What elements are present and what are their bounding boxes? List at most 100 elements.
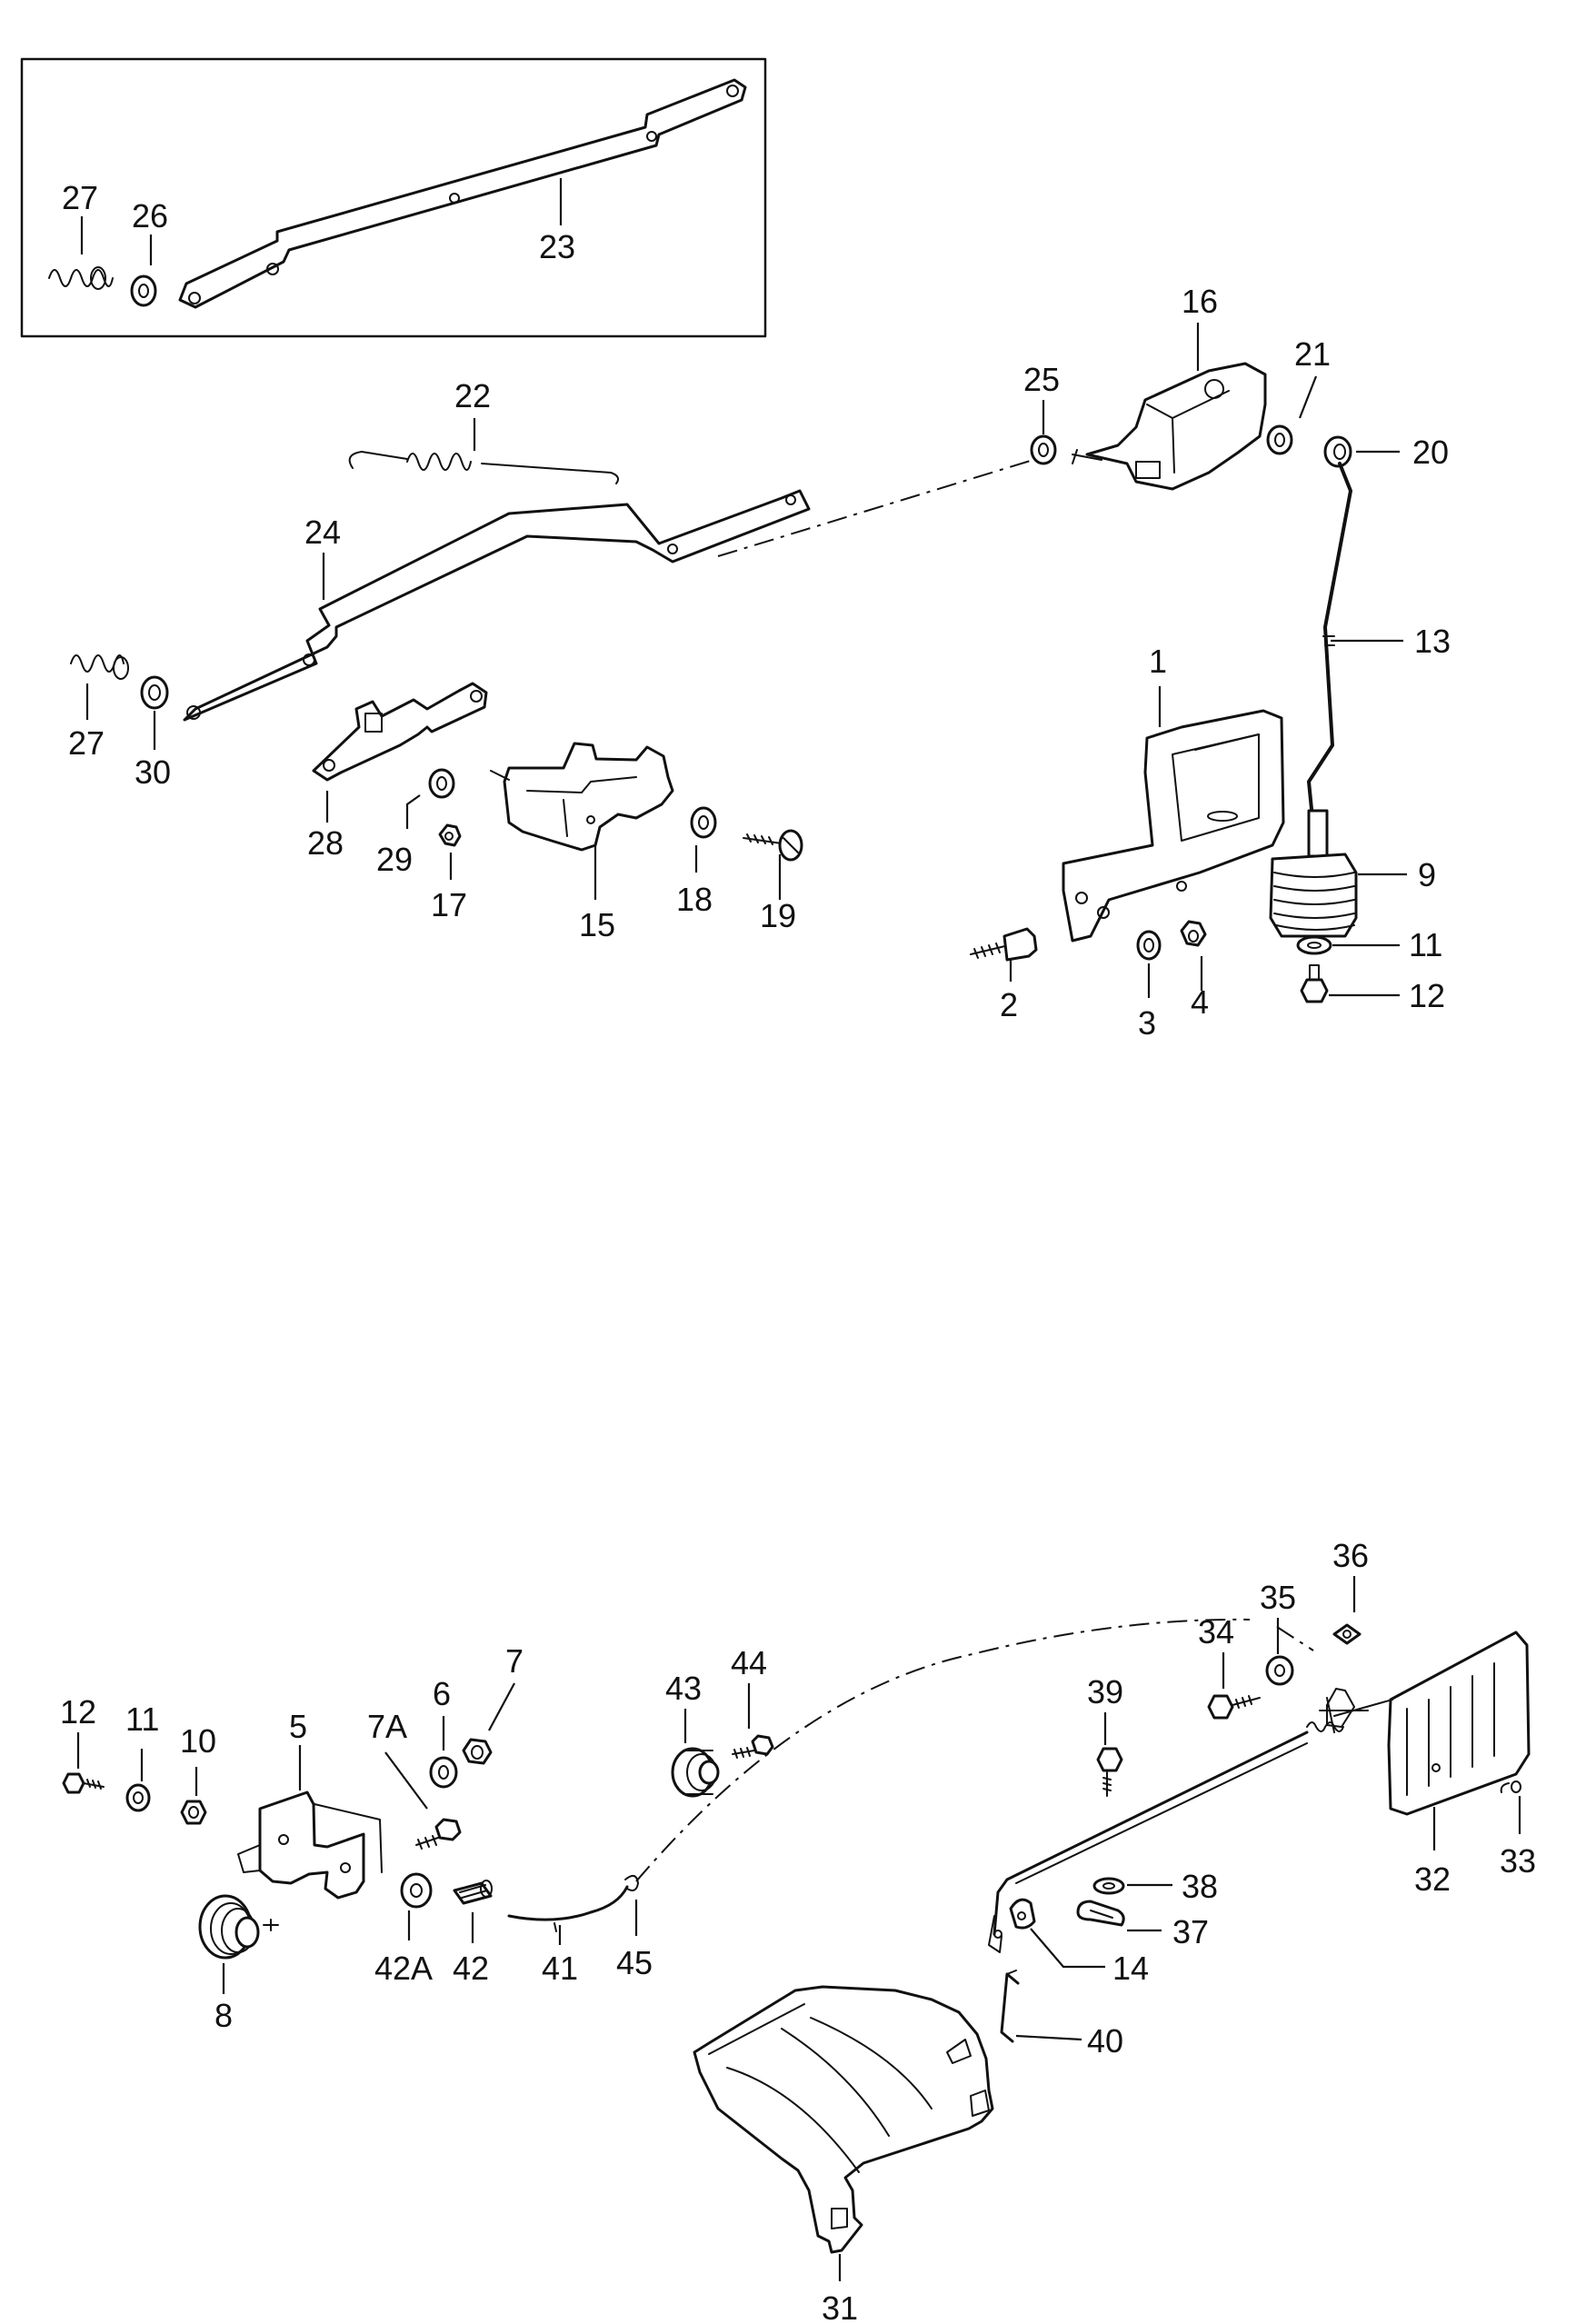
spring-22: [348, 451, 619, 484]
callout-32: 32: [1414, 1860, 1451, 1898]
washer-42A: [400, 1872, 433, 1909]
nut-36: [1332, 1623, 1362, 1645]
callout-8: 8: [214, 1997, 233, 2034]
cable-end-20: [1323, 435, 1352, 468]
callout-12: 12: [1409, 977, 1445, 1014]
pedal-32: [1333, 1631, 1531, 1816]
washer-11-lower: [125, 1783, 151, 1812]
washer-18: [690, 806, 717, 839]
callout-29: 29: [376, 841, 413, 878]
callout-44: 44: [731, 1644, 767, 1681]
callout-11: 11: [1409, 926, 1442, 963]
bolt-12: [1300, 964, 1329, 1003]
callout-17: 17: [431, 886, 467, 923]
callout-19: 19: [760, 897, 796, 934]
lever-bar-23: [178, 78, 747, 309]
washer-11: [1296, 935, 1332, 955]
callout-7: 7: [505, 1642, 524, 1680]
callout-30: 30: [135, 753, 171, 791]
callout-13: 13: [1414, 623, 1451, 660]
cable-route-line: [635, 1618, 1251, 1882]
screw-19: [743, 829, 803, 862]
callout-42: 42: [453, 1950, 489, 1987]
cover-panel-31: [693, 1985, 994, 2254]
washer-6: [429, 1756, 458, 1789]
callout-25: 25: [1023, 361, 1060, 398]
bolt-34: [1207, 1694, 1261, 1720]
pedal-bracket-1: [1062, 709, 1285, 943]
bracket-clip-40: [1000, 1970, 1020, 2043]
lever-24: [183, 489, 811, 722]
callout-7A: 7A: [367, 1708, 407, 1745]
stud-2: [970, 927, 1038, 962]
clip-33: [1500, 1780, 1521, 1793]
cylinder-9: [1269, 809, 1358, 938]
assembly-line-24-16: [717, 458, 1037, 557]
callout-36: 36: [1332, 1537, 1369, 1574]
pulley-8: [198, 1894, 279, 1960]
callout-42A: 42A: [374, 1950, 433, 1987]
bolt-39: [1096, 1747, 1123, 1797]
pulley-43: [671, 1747, 720, 1798]
nut-7: [462, 1738, 493, 1765]
callout-26: 26: [132, 197, 168, 234]
callout-24: 24: [304, 514, 341, 551]
callout-39: 39: [1087, 1673, 1123, 1711]
callout-2: 2: [1000, 986, 1018, 1023]
callout-5: 5: [289, 1708, 307, 1745]
callout-28: 28: [307, 824, 344, 862]
callout-45: 45: [616, 1944, 653, 1981]
nut-4: [1180, 920, 1207, 947]
callout-27: 27: [68, 724, 105, 762]
nut-10: [180, 1800, 207, 1825]
washer-29: [428, 768, 455, 799]
callout-40: 40: [1087, 2022, 1123, 2060]
callout-12-lower: 12: [60, 1693, 96, 1731]
callout-3: 3: [1138, 1004, 1156, 1042]
callout-15: 15: [579, 906, 615, 943]
washer-3: [1136, 930, 1162, 961]
cable-route-line-2: [1276, 1626, 1314, 1651]
bolt-12-lower: [62, 1772, 105, 1794]
callout-6: 6: [433, 1675, 451, 1712]
callout-38: 38: [1182, 1868, 1218, 1905]
washer-30: [140, 675, 169, 710]
callout-27-inset: 27: [62, 179, 98, 216]
callout-22: 22: [454, 377, 491, 414]
clip-45: [624, 1874, 639, 1891]
nut-17: [438, 823, 462, 847]
callout-20: 20: [1412, 434, 1449, 471]
washer-26: [130, 274, 157, 307]
callout-43: 43: [665, 1670, 702, 1707]
callout-41: 41: [542, 1950, 578, 1987]
washer-38: [1092, 1877, 1125, 1895]
spring-27: [70, 654, 129, 680]
bolt-7A: [415, 1818, 462, 1850]
callout-35: 35: [1260, 1579, 1296, 1616]
bracket-housing-15: [490, 742, 674, 852]
callout-23: 23: [539, 228, 575, 265]
pedal-rod: [988, 1688, 1369, 1953]
slotted-piece-37: [1076, 1900, 1125, 1927]
callout-1: 1: [1149, 643, 1167, 680]
callout-9: 9: [1418, 856, 1436, 893]
callout-33: 33: [1500, 1842, 1536, 1880]
clamp-14: [1009, 1898, 1036, 1930]
rod-13: [1307, 462, 1352, 852]
callout-18: 18: [676, 881, 713, 918]
callout-31: 31: [822, 2289, 858, 2324]
callout-34: 34: [1198, 1613, 1234, 1651]
callout-14: 14: [1112, 1950, 1149, 1987]
washer-25: [1030, 434, 1057, 465]
washer-35: [1265, 1655, 1294, 1686]
bracket-5: [237, 1790, 383, 1900]
callout-37: 37: [1172, 1913, 1209, 1950]
cable-41: [507, 1885, 629, 1932]
callout-4: 4: [1191, 983, 1209, 1021]
screw-44: [732, 1734, 774, 1759]
spring-27-inset: [48, 266, 114, 290]
sleeve-42: [453, 1880, 493, 1905]
washer-21: [1266, 424, 1293, 455]
callout-21: 21: [1294, 335, 1331, 373]
